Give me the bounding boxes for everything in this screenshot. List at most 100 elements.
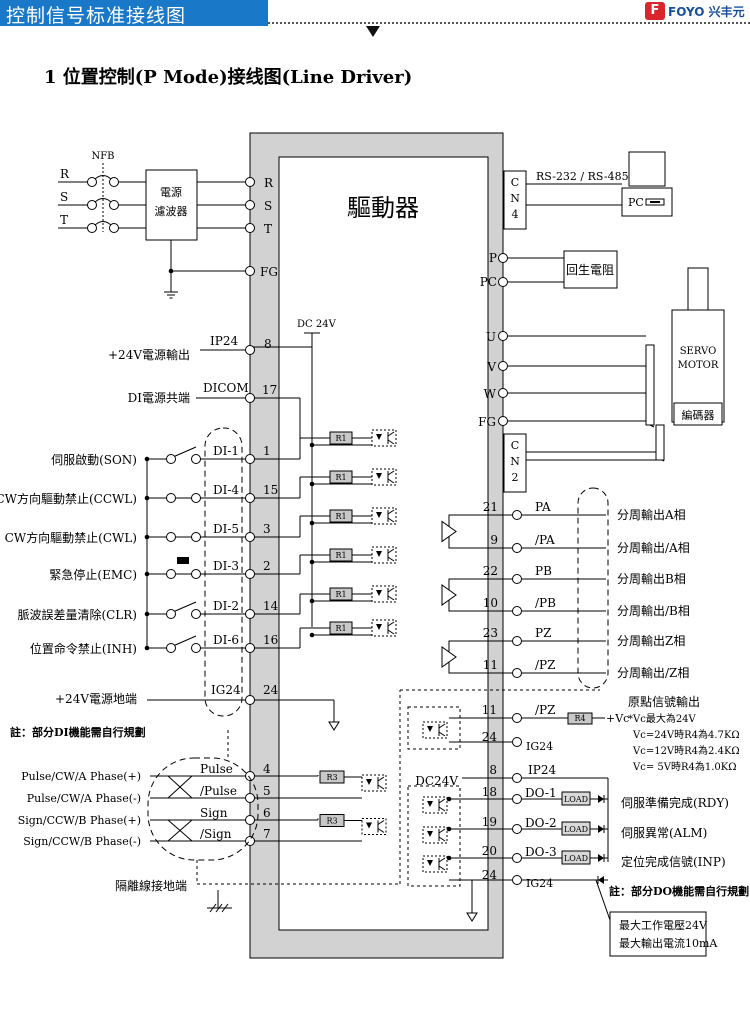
power-terminal [245,177,255,187]
origin-note: Vc=12V時R4為2.4KΩ [632,744,740,757]
motor-shaft [687,267,709,313]
cn4-label: 4 [512,208,519,221]
do-name: DO-1 [525,786,557,800]
diode-icon [598,825,604,833]
load-box-label: LOAD [564,825,588,834]
breaker-terminal [109,177,119,187]
wire [448,662,512,674]
di-switch-terminal [166,493,176,503]
pin-number: 23 [483,626,498,640]
pin-number: 24 [482,868,498,882]
regen-terminal-label: PC [480,275,497,289]
phototransistor-icon [387,629,395,635]
encoder-box [673,402,723,426]
pulse-label: Pulse/CW/A Phase(-) [27,792,141,805]
di-label: 伺服啟動(SON) [51,452,137,467]
do-name: DO-2 [525,816,557,830]
encoder-out-label: 分周輸出B相 [617,571,686,586]
optocoupler [371,585,397,603]
junction-dot [144,534,150,540]
ig24-terminal [245,695,255,705]
di-terminal [245,454,255,464]
ip24-name: IP24 [210,334,238,348]
origin-note: Vc=24V時R4為4.7KΩ [632,728,740,741]
do-output-outline [407,785,461,887]
phase-label: R [60,167,70,181]
power-terminal-label: S [264,199,272,213]
phototransistor-icon [438,731,446,737]
cn4-label: N [510,192,520,205]
logo-text: FOYO 兴丰元 [668,5,745,19]
pin-number: 3 [263,522,271,536]
load-box-label: LOAD [564,795,588,804]
optocoupler [371,468,397,486]
resistor-r1-label: R1 [335,434,346,443]
brand-logo: F FOYO 兴丰元 [645,2,749,20]
pulse-name: Sign [200,806,228,820]
di-switch-terminal [166,532,176,542]
line-driver-icon [441,646,457,668]
encoder-out-terminal [512,668,522,678]
led-icon [376,512,382,518]
di-terminal [245,643,255,653]
regen-terminal [498,277,508,287]
do-label: 伺服異常(ALM) [621,826,707,840]
di-terminal [245,493,255,503]
pin-number: 1 [263,444,271,458]
di-switch-terminal [191,454,201,464]
load-box [561,821,591,836]
resistor-r4 [567,712,593,725]
di-note: 註：部分DI機能需自行規劃 [10,725,146,739]
phototransistor-icon [377,776,385,782]
cn2-label: N [510,455,520,468]
pin-number: 2 [263,559,271,573]
di-switch-terminal [191,569,201,579]
phototransistor-icon [387,517,395,523]
phototransistor-icon [387,556,395,562]
line-driver-icon [441,584,457,606]
di-switch-terminal [166,569,176,579]
pin-number: 9 [490,533,498,547]
diode-icon [598,795,604,803]
di-label: CW方向驅動禁止(CWL) [5,530,137,545]
motor-terminal-label: V [486,360,496,374]
resistor-r1-label: R1 [335,551,346,560]
pin-number: 19 [482,815,497,829]
limits-box [609,911,707,957]
encoder-out-terminal [512,574,522,584]
phototransistor-icon [438,798,446,804]
resistor-r1-label: R1 [335,624,346,633]
optocoupler [371,619,397,637]
power-terminal-label: R [264,176,274,190]
encoder-out-name: PA [535,500,551,514]
encoder-out-name: PZ [535,626,551,640]
pulse-name: /Pulse [200,784,237,798]
pin-number: 22 [483,564,498,578]
emc-button-icon [177,557,189,564]
resistor-r1 [329,509,353,523]
junction-dot [144,456,150,462]
pin-number: 6 [263,806,271,820]
fg-terminal [245,266,255,276]
wire [448,514,512,527]
junction-dot [309,598,315,604]
junction-dot [446,826,452,832]
do-supply-terminal [512,773,522,783]
origin-output-outline [407,706,461,750]
ig24-label: +24V電源地端 [55,692,137,706]
do-label: 定位完成信號(INP) [621,854,726,869]
do-terminal [512,824,522,834]
phase-label: T [60,213,68,227]
di-label: 緊急停止(EMC) [49,567,137,582]
dicom-terminal [245,393,255,403]
di-terminal [245,609,255,619]
resistor-r1 [329,621,353,635]
di-name: DI-4 [213,483,239,497]
di-switch-terminal [191,609,201,619]
phototransistor-icon [387,509,395,515]
down-arrow-icon [366,26,380,37]
led-icon [427,831,433,837]
di-group-outline [204,427,243,717]
encoder-out-terminal [512,510,522,520]
optocoupler [422,721,448,739]
